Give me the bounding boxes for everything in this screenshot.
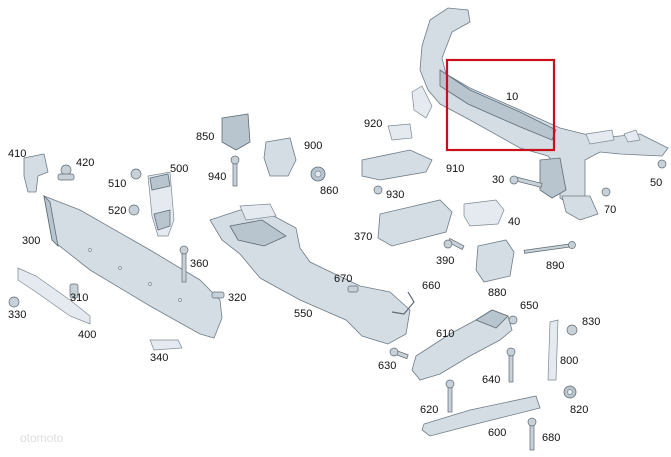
part-940-bolt: [230, 155, 240, 187]
part-50-clip: [657, 159, 667, 169]
label-390: 390: [436, 255, 454, 267]
part-310-pin: [69, 283, 79, 299]
part-630-bolt: [389, 347, 409, 360]
part-300-bumper-beam: [43, 194, 223, 339]
part-860-grommet: [310, 166, 326, 182]
label-510: 510: [108, 178, 126, 190]
label-830: 830: [582, 316, 600, 328]
part-800-strip: [547, 319, 559, 381]
label-920: 920: [364, 118, 382, 130]
label-940: 940: [208, 171, 226, 183]
label-420: 420: [76, 157, 94, 169]
part-680-bolt: [527, 417, 537, 451]
part-500-frame: [147, 171, 175, 237]
part-640-bolt: [506, 347, 516, 383]
part-10-upper-carrier: [411, 7, 669, 221]
label-610: 610: [436, 328, 454, 340]
part-320-clip: [211, 291, 225, 299]
label-890: 890: [546, 260, 564, 272]
part-420-clip: [57, 164, 75, 181]
part-920-clip: [387, 123, 413, 141]
part-670-clip: [347, 285, 359, 293]
label-880: 880: [488, 287, 506, 299]
part-550-cross-member: [209, 203, 411, 345]
part-510-clip: [130, 168, 142, 180]
label-910: 910: [446, 163, 464, 175]
part-330-clip: [8, 296, 20, 308]
part-40-cover: [463, 199, 505, 227]
label-40: 40: [508, 216, 520, 228]
highlight-box: [445, 58, 556, 152]
part-600-rail: [421, 395, 541, 437]
label-670: 670: [334, 273, 352, 285]
label-320: 320: [228, 292, 246, 304]
label-850: 850: [196, 131, 214, 143]
label-360: 360: [190, 258, 208, 270]
part-830-nut: [566, 324, 578, 336]
label-680: 680: [542, 432, 560, 444]
label-860: 860: [320, 185, 338, 197]
part-650-clip: [508, 315, 518, 325]
part-410-bracket: [23, 153, 49, 193]
label-10: 10: [506, 91, 518, 103]
label-640: 640: [482, 374, 500, 386]
part-30-bolt: [509, 175, 543, 188]
label-400: 400: [78, 329, 96, 341]
label-300: 300: [22, 235, 40, 247]
label-930: 930: [386, 189, 404, 201]
label-650: 650: [520, 300, 538, 312]
part-890-bolt: [523, 241, 576, 254]
label-660: 660: [422, 280, 440, 292]
part-390-bolt: [443, 238, 465, 250]
part-660-wire: [391, 291, 415, 315]
label-800: 800: [560, 355, 578, 367]
label-50: 50: [650, 177, 662, 189]
part-70-clip: [601, 187, 611, 197]
label-520: 520: [108, 205, 126, 217]
part-900-bracket: [263, 137, 297, 177]
part-880-bracket: [475, 239, 515, 283]
label-620: 620: [420, 404, 438, 416]
watermark: otomoto: [20, 431, 64, 445]
label-70: 70: [604, 204, 616, 216]
label-600: 600: [488, 427, 506, 439]
part-850-block: [221, 113, 251, 151]
label-410: 410: [8, 148, 26, 160]
label-820: 820: [570, 404, 588, 416]
label-500: 500: [170, 163, 188, 175]
part-930-clip: [373, 185, 383, 195]
part-610-lower-support: [411, 309, 513, 381]
part-370-bracket: [377, 199, 453, 247]
label-330: 330: [8, 309, 26, 321]
part-910-bracket: [361, 149, 433, 181]
label-550: 550: [294, 308, 312, 320]
label-630: 630: [378, 360, 396, 372]
label-900: 900: [304, 140, 322, 152]
label-370: 370: [354, 231, 372, 243]
label-30: 30: [492, 174, 504, 186]
part-400-strip: [17, 267, 91, 325]
part-360-bolt: [179, 245, 189, 283]
part-820-grommet: [563, 385, 577, 399]
label-340: 340: [150, 352, 168, 364]
part-620-bolt: [445, 379, 455, 413]
label-310: 310: [70, 292, 88, 304]
part-340-clip: [149, 339, 183, 351]
part-520-clip: [128, 204, 140, 216]
